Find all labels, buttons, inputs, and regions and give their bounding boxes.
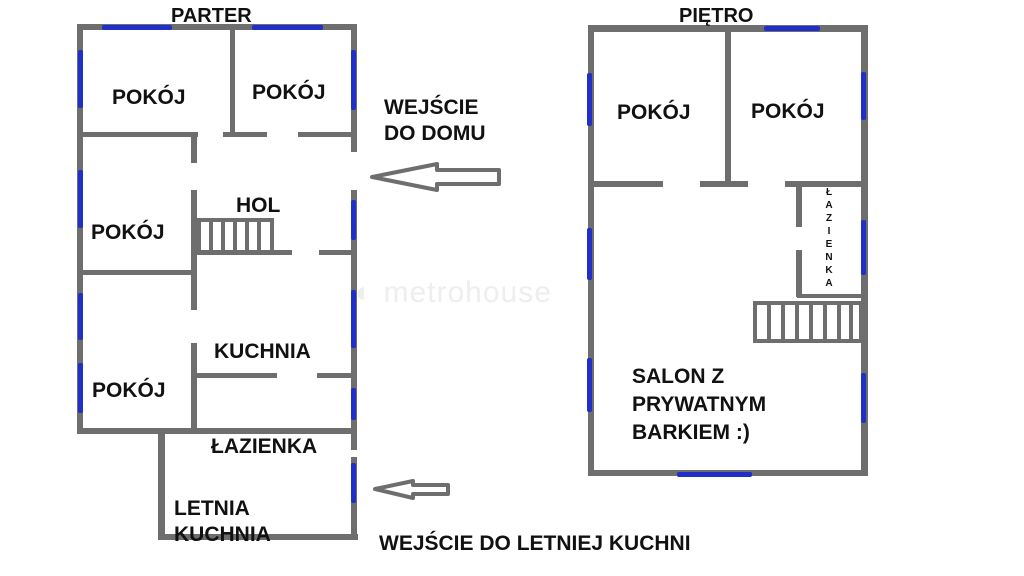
bathroom-letter: A [825,200,833,211]
room-label: POKÓJ [112,86,186,109]
bathroom-letter: N [825,252,833,263]
bathroom-letter: Z [825,213,833,224]
room-label: POKÓJ [92,379,166,402]
stairs-ground-floor [197,218,274,254]
living-room-label: PRYWATNYM [632,393,767,416]
watermark: ◐ metrohouse [355,276,552,309]
room-label: POKÓJ [617,101,691,124]
house-entrance-label: DO DOMU [384,122,486,145]
room-label: POKÓJ [751,100,825,123]
windows-upper-floor [587,26,866,477]
stairs-upper-floor [753,301,863,343]
summer-kitchen-entrance-label: WEJŚCIE DO LETNIEJ KUCHNI [379,532,691,555]
upper-floor-title: PIĘTRO [679,5,754,27]
kitchen-label: KUCHNIA [214,340,311,363]
house-entrance-label: WEJŚCIE [384,96,479,119]
summer-kitchen-label: LETNIA [174,497,250,520]
living-room-label: SALON Z [632,365,725,388]
room-label: POKÓJ [91,221,165,244]
bathroom-letter: A [825,278,833,289]
summer-kitchen-label: KUCHNIA [174,523,271,546]
arrow-icon-house-entrance [370,162,501,192]
hall-label: HOL [236,194,281,217]
bathroom-label-vertical: Ł A Z I E N K A [823,186,835,290]
living-room-label: BARKIEM :) [632,421,750,444]
bathroom-letter: I [827,226,831,237]
bathroom-label: ŁAZIENKA [211,435,318,458]
windows-ground-floor [78,25,356,503]
bathroom-letter: K [825,265,833,276]
ground-floor-title: PARTER [171,5,252,27]
bathroom-letter: Ł [825,187,833,198]
arrow-icon-summer-kitchen-entrance [373,479,450,500]
bathroom-letter: E [825,239,833,250]
room-label: POKÓJ [252,81,326,104]
